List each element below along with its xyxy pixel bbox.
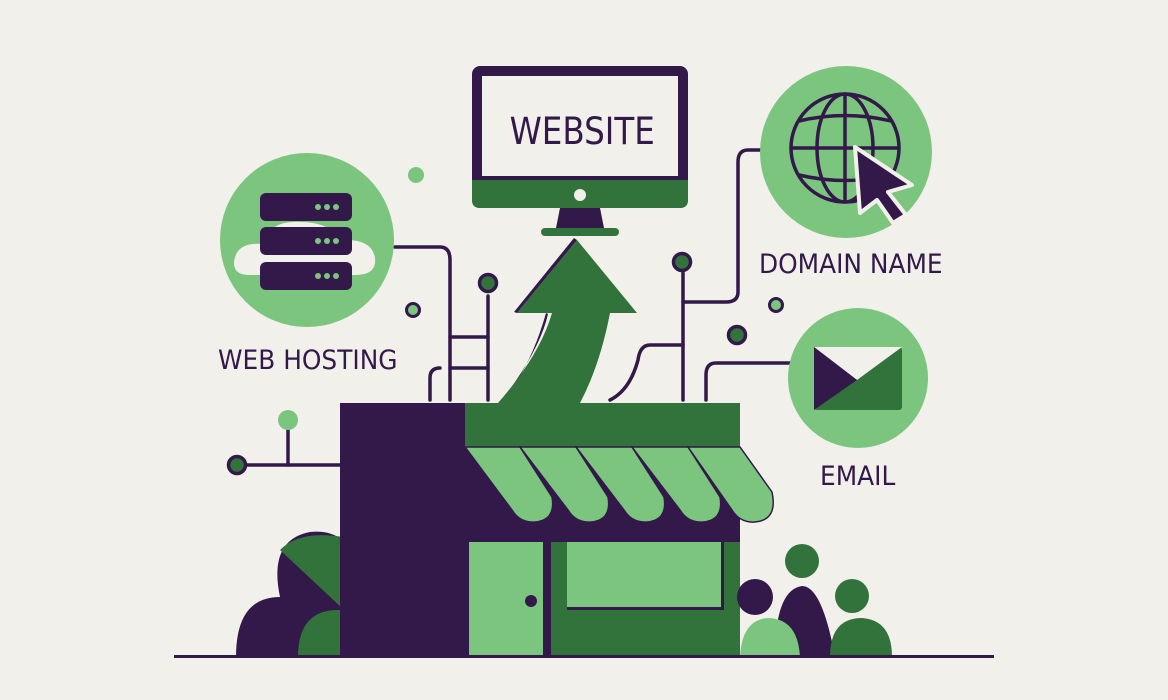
globe-icon (789, 92, 901, 204)
web-hosting-label: WEB HOSTING (218, 345, 398, 376)
domain-name-icon (760, 66, 932, 238)
ground-line (174, 655, 994, 658)
monitor-icon (472, 66, 688, 236)
website-screen-text: WEBSITE (509, 110, 655, 153)
up-arrow-icon (498, 238, 637, 403)
connector-lines (245, 148, 792, 467)
server-stack-icon (260, 193, 352, 290)
envelope-icon (814, 347, 902, 410)
domain-name-label: DOMAIN NAME (759, 249, 943, 280)
email-label: EMAIL (820, 461, 896, 492)
cursor-icon (853, 145, 914, 225)
people-icon (737, 544, 892, 657)
awning (463, 446, 774, 523)
email-icon (788, 308, 928, 448)
storefront (340, 403, 774, 657)
decorative-dots (226, 167, 784, 476)
web-hosting-icon (220, 153, 394, 327)
left-bush (236, 531, 342, 657)
